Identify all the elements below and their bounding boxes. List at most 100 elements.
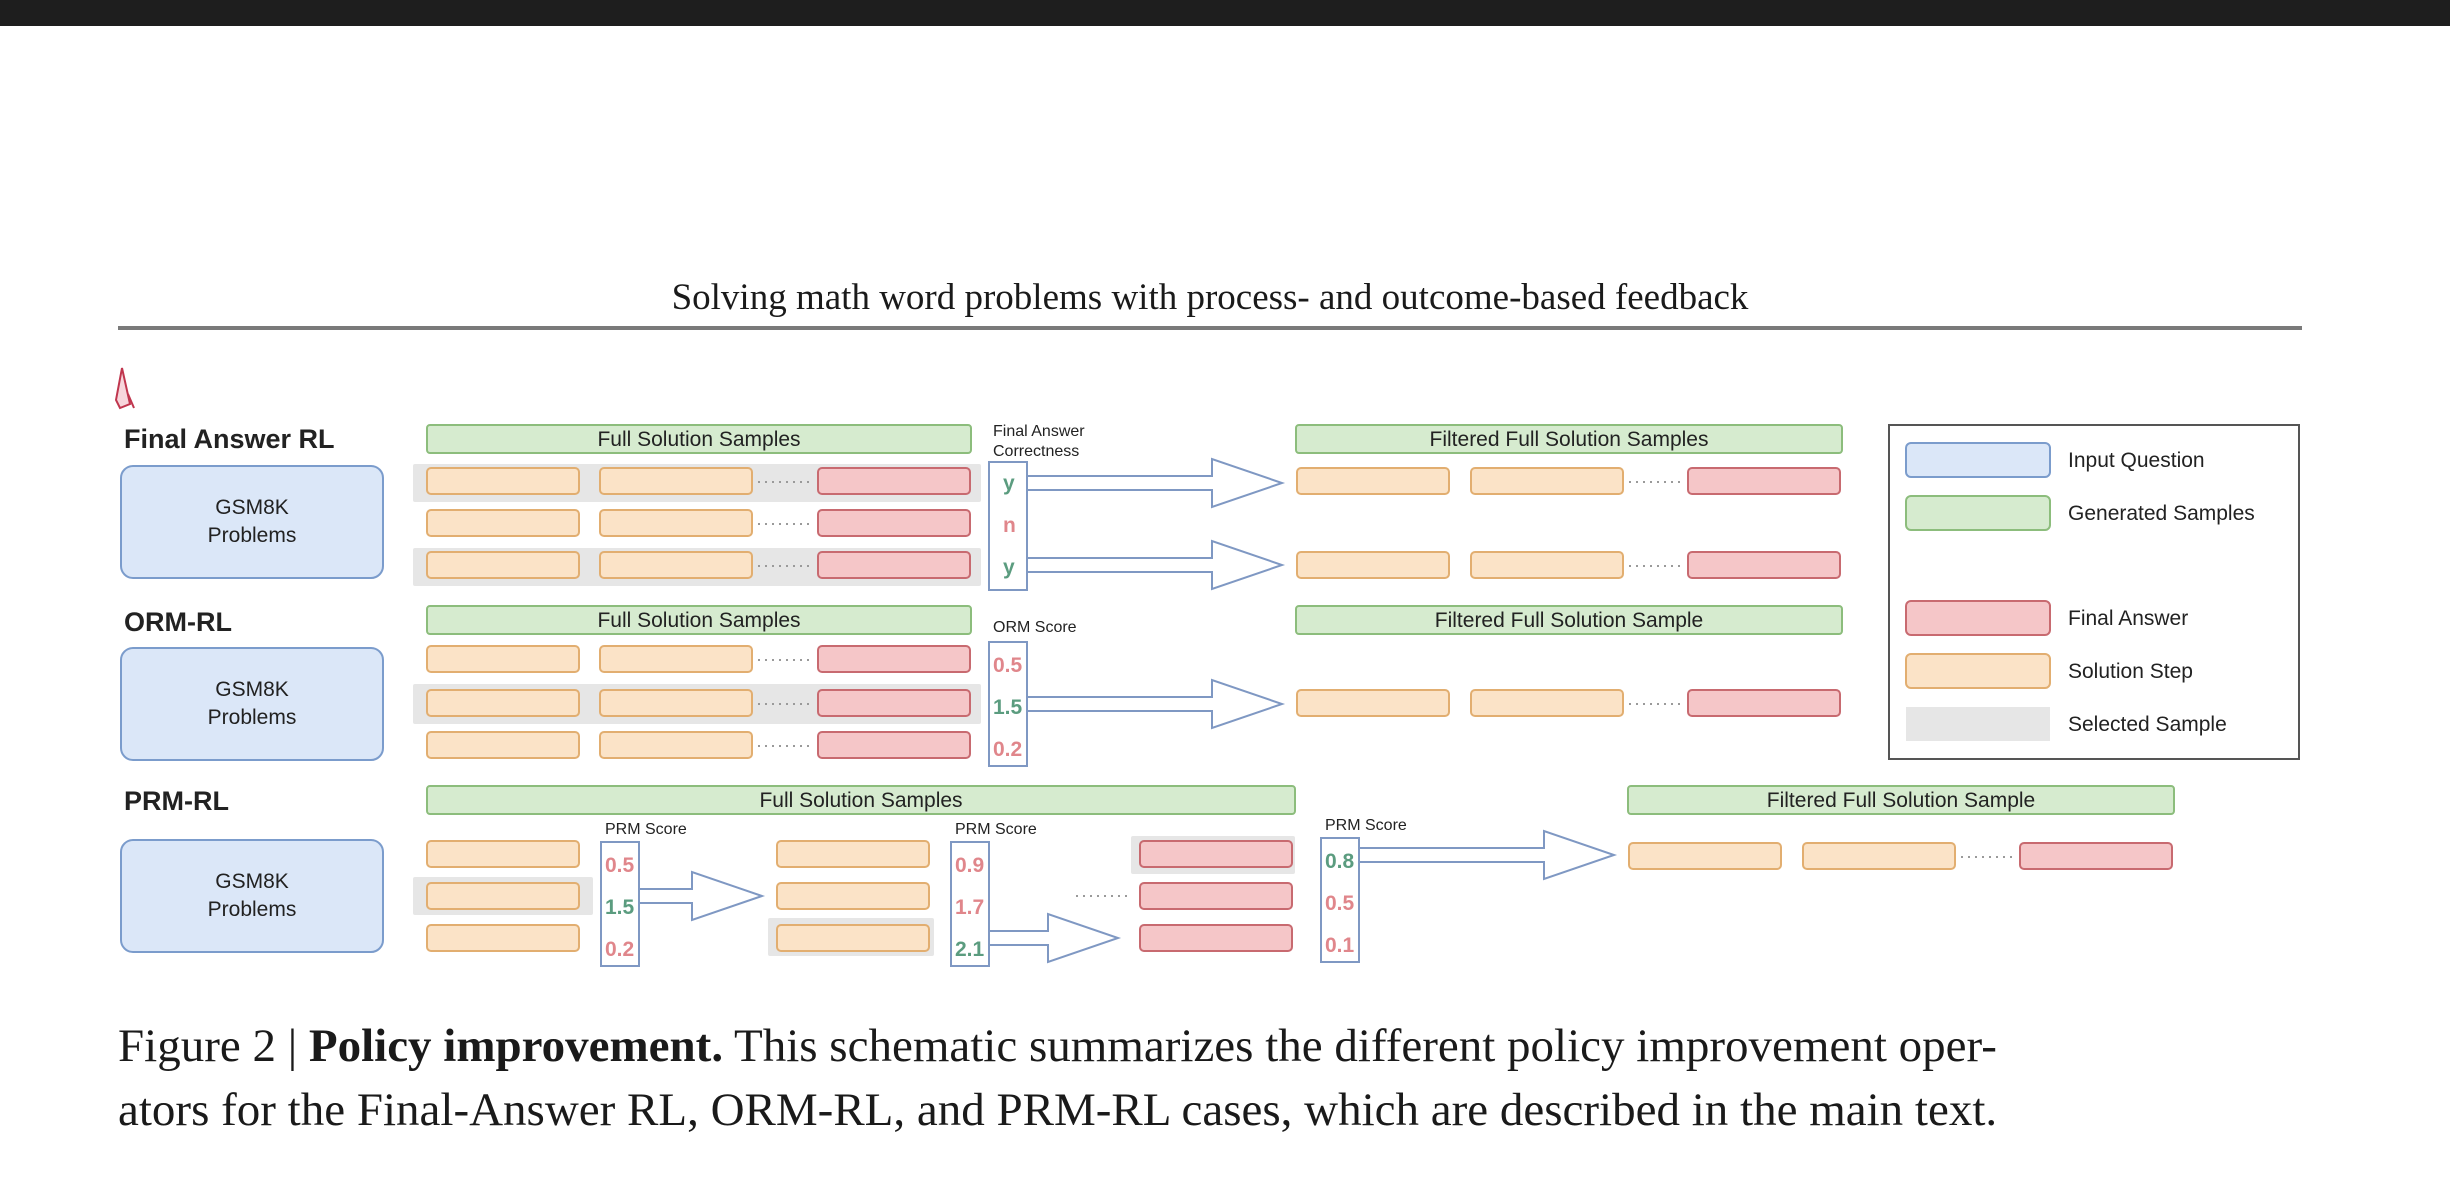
caption-prefix: Figure 2 | — [118, 1020, 309, 1072]
solution-step-box — [1296, 689, 1450, 717]
problems-label: Problems — [208, 706, 297, 729]
legend-swatch — [1905, 600, 2051, 636]
score-column — [600, 841, 640, 967]
filtered-solution-samples-label: Filtered Full Solution Samples — [1430, 428, 1709, 451]
hollow-arrow — [1026, 457, 1286, 509]
full-solution-samples-bar — [426, 424, 972, 454]
legend-swatch — [1905, 653, 2051, 689]
final-answer-box — [2019, 842, 2173, 870]
score-value: 1.5 — [993, 696, 1023, 719]
solution-step-box — [599, 551, 753, 579]
section-name: PRM-RL — [124, 786, 229, 816]
filtered-solution-sample-bar — [1295, 605, 1843, 635]
hollow-arrow — [1358, 829, 1618, 881]
solution-step-box — [426, 509, 580, 537]
full-solution-samples-label: Full Solution Samples — [597, 609, 800, 632]
problems-label: GSM8K — [215, 496, 289, 519]
solution-step-box — [1470, 551, 1624, 579]
filtered-solution-sample-label: Filtered Full Solution Sample — [1767, 789, 2035, 812]
legend-label: Input Question — [2068, 449, 2205, 472]
score-value: n — [1003, 514, 1016, 537]
solution-step-box — [1470, 689, 1624, 717]
hollow-arrow — [988, 912, 1122, 964]
score-value: y — [1003, 556, 1015, 579]
score-column — [988, 641, 1028, 767]
filtered-solution-samples-bar — [1295, 424, 1843, 454]
solution-step-box — [426, 840, 580, 868]
full-solution-samples-bar — [426, 785, 1296, 815]
solution-step-box — [426, 924, 580, 952]
score-title: Correctness — [993, 443, 1079, 460]
caption-line1-text: This schematic summarizes the different … — [723, 1020, 1997, 1072]
legend-swatch — [1906, 707, 2050, 741]
hollow-arrow — [1026, 539, 1286, 591]
score-value: 0.2 — [605, 938, 634, 961]
score-title: ORM Score — [993, 619, 1077, 636]
solution-step-box — [1802, 842, 1956, 870]
score-column — [950, 841, 990, 967]
score-value: 1.5 — [605, 896, 635, 919]
final-answer-box — [817, 509, 971, 537]
caption-line-2: ators for the Final-Answer RL, ORM-RL, a… — [118, 1084, 1998, 1136]
caption-line-1: Figure 2 | Policy improvement. This sche… — [118, 1014, 2318, 1078]
legend-swatch — [1905, 495, 2051, 531]
score-title: PRM Score — [955, 821, 1037, 838]
legend-label: Final Answer — [2068, 607, 2188, 630]
score-column — [1320, 837, 1360, 963]
score-value: 0.2 — [993, 738, 1022, 761]
figure-caption: Figure 2 | Policy improvement. This sche… — [118, 1014, 2318, 1142]
score-column — [988, 461, 1028, 591]
solution-step-box — [426, 645, 580, 673]
header-rule — [118, 326, 2302, 330]
top-window-bar — [0, 0, 2450, 26]
pen-cursor-icon — [114, 367, 135, 410]
gsm8k-problems-box — [120, 647, 384, 761]
score-value: 0.5 — [1325, 892, 1355, 915]
solution-step-box — [426, 467, 580, 495]
gsm8k-problems-box — [120, 465, 384, 579]
final-answer-box — [1687, 467, 1841, 495]
score-value: 0.8 — [1325, 850, 1355, 873]
filtered-solution-sample-bar — [1627, 785, 2175, 815]
final-answer-box — [817, 467, 971, 495]
solution-step-box — [426, 882, 580, 910]
score-value: 1.7 — [955, 896, 984, 919]
final-answer-box — [1139, 924, 1293, 952]
final-answer-box — [817, 645, 971, 673]
final-answer-box — [1139, 840, 1293, 868]
page-header-title: Solving math word problems with process-… — [671, 277, 1749, 318]
score-title: Final Answer — [993, 423, 1085, 440]
final-answer-box — [817, 551, 971, 579]
score-value: y — [1003, 472, 1015, 495]
solution-step-box — [426, 731, 580, 759]
hollow-arrow — [638, 870, 766, 922]
legend-frame — [1888, 424, 2300, 760]
legend-label: Selected Sample — [2068, 713, 2227, 736]
score-value: 0.9 — [955, 854, 984, 877]
solution-step-box — [599, 645, 753, 673]
section-name: ORM-RL — [124, 607, 232, 637]
solution-step-box — [599, 731, 753, 759]
solution-step-box — [426, 689, 580, 717]
solution-step-box — [1296, 551, 1450, 579]
score-title: PRM Score — [605, 821, 687, 838]
final-answer-box — [1687, 689, 1841, 717]
solution-step-box — [1470, 467, 1624, 495]
full-solution-samples-bar — [426, 605, 972, 635]
final-answer-box — [1139, 882, 1293, 910]
legend-label: Generated Samples — [2068, 502, 2255, 525]
score-value: 0.1 — [1325, 934, 1355, 957]
full-solution-samples-label: Full Solution Samples — [597, 428, 800, 451]
solution-step-box — [776, 882, 930, 910]
score-value: 0.5 — [993, 654, 1023, 677]
gsm8k-problems-box — [120, 839, 384, 953]
final-answer-box — [1687, 551, 1841, 579]
legend-label: Solution Step — [2068, 660, 2193, 683]
final-answer-box — [817, 689, 971, 717]
solution-step-box — [776, 840, 930, 868]
solution-step-box — [599, 509, 753, 537]
